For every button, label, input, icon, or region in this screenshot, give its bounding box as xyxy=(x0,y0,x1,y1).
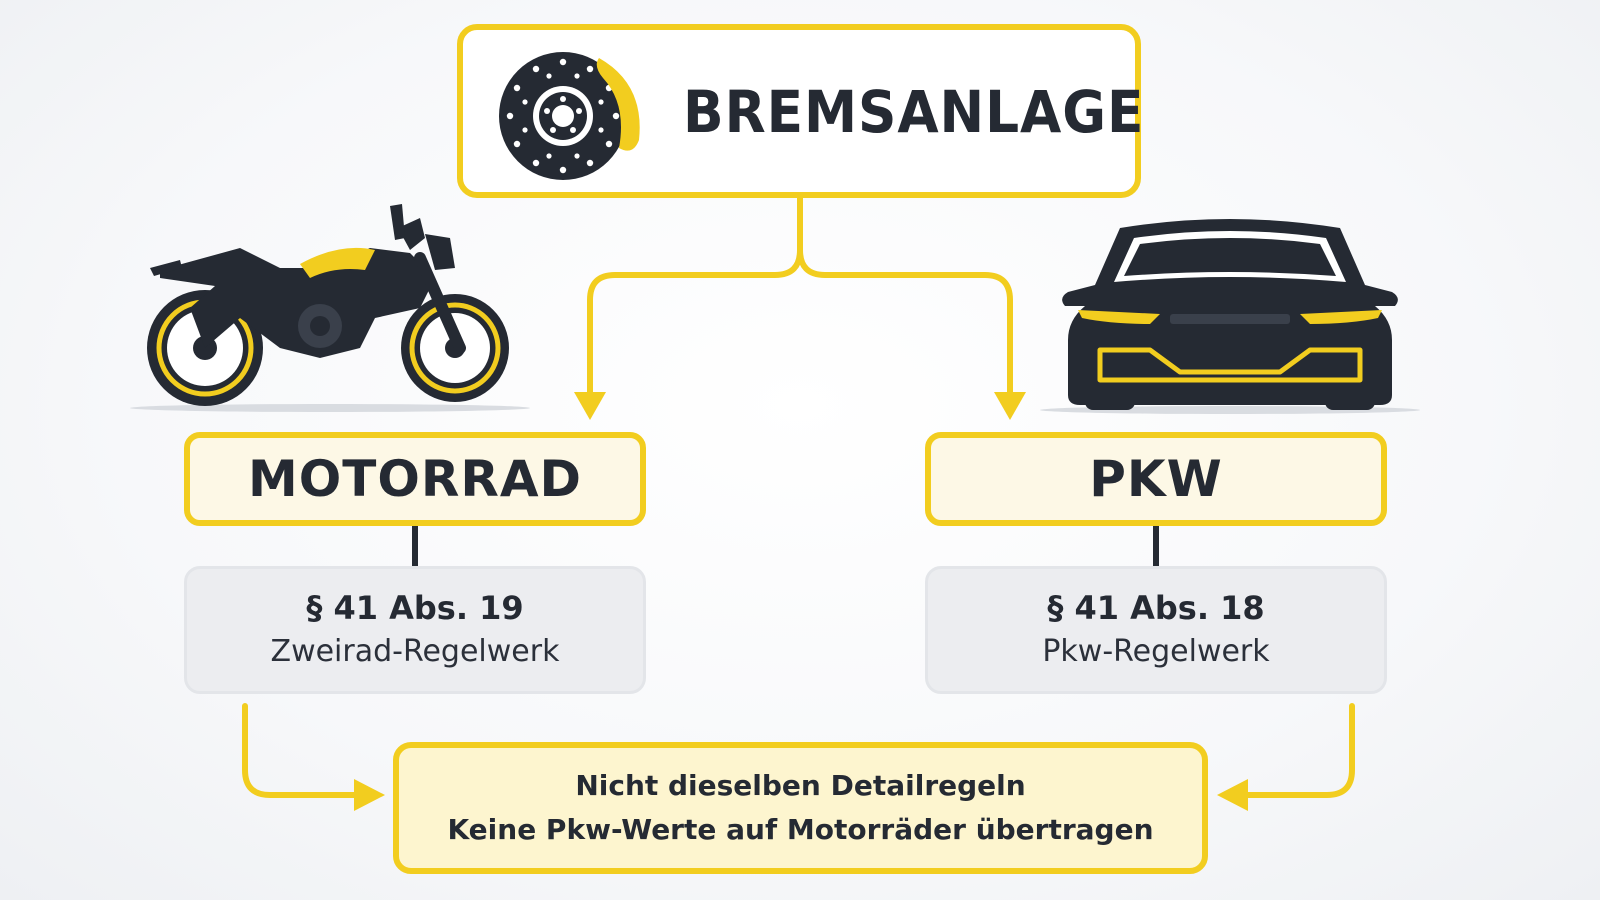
ruleset-motorrad: Zweirad-Regelwerk xyxy=(270,634,560,669)
car-icon xyxy=(1040,219,1420,414)
note-line-1: Nicht dieselben Detailregeln xyxy=(575,769,1026,802)
motorcycle-icon xyxy=(130,204,530,412)
rule-box-pkw: § 41 Abs. 18 Pkw-Regelwerk xyxy=(925,566,1387,694)
category-box-pkw: PKW xyxy=(925,432,1387,526)
note-box: Nicht dieselben Detailregeln Keine Pkw-W… xyxy=(393,742,1208,874)
category-label-pkw: PKW xyxy=(1089,450,1223,508)
connector-title-split xyxy=(587,195,803,395)
category-box-motorrad: MOTORRAD xyxy=(184,432,646,526)
diagram-title: BREMSANLAGE xyxy=(683,78,1145,146)
arrowhead-right xyxy=(994,392,1026,420)
note-line-2: Keine Pkw-Werte auf Motorräder übertrage… xyxy=(447,813,1154,846)
ruleset-pkw: Pkw-Regelwerk xyxy=(1042,634,1270,669)
arrowhead-note-left xyxy=(354,779,385,811)
connector-left-note xyxy=(242,703,363,798)
stem-right xyxy=(1153,526,1159,566)
paragraph-motorrad: § 41 Abs. 19 xyxy=(306,589,524,627)
arrowhead-left xyxy=(574,392,606,420)
connector-right-note xyxy=(1239,703,1355,798)
connector-title-right xyxy=(797,247,1013,395)
title-box: BREMSANLAGE xyxy=(457,24,1145,198)
category-label-motorrad: MOTORRAD xyxy=(247,450,583,508)
paragraph-pkw: § 41 Abs. 18 xyxy=(1047,589,1265,627)
arrowhead-note-right xyxy=(1217,779,1248,811)
rule-box-motorrad: § 41 Abs. 19 Zweirad-Regelwerk xyxy=(184,566,646,694)
stem-left xyxy=(412,526,418,566)
brake-disc-icon xyxy=(499,52,640,180)
